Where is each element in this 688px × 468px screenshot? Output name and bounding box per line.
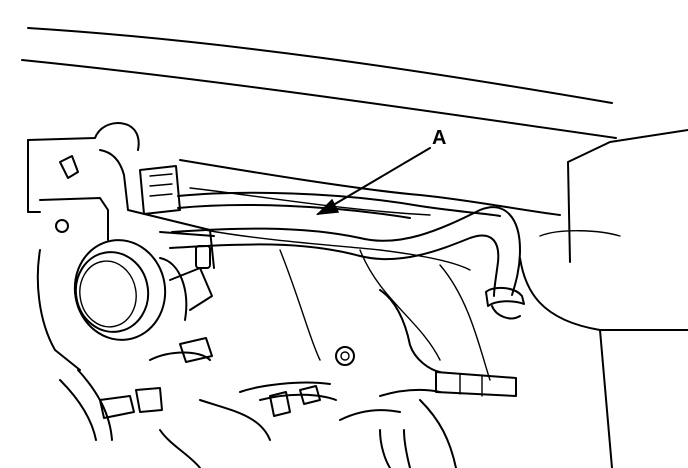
sensor-connector: [127, 165, 215, 269]
intake-manifold: [179, 159, 561, 381]
air-box: [519, 129, 688, 468]
callout-a-label: A: [432, 127, 446, 149]
throttle-body: [36, 239, 213, 371]
pcv-hose: [169, 206, 525, 320]
mounting-bolt: [335, 346, 355, 366]
harness-wire: [177, 191, 501, 219]
throttle-bracket: [27, 122, 140, 241]
callout-a-leader: [315, 147, 431, 215]
lower-hoses: [59, 337, 517, 468]
hood-edge-lines: [21, 27, 617, 139]
